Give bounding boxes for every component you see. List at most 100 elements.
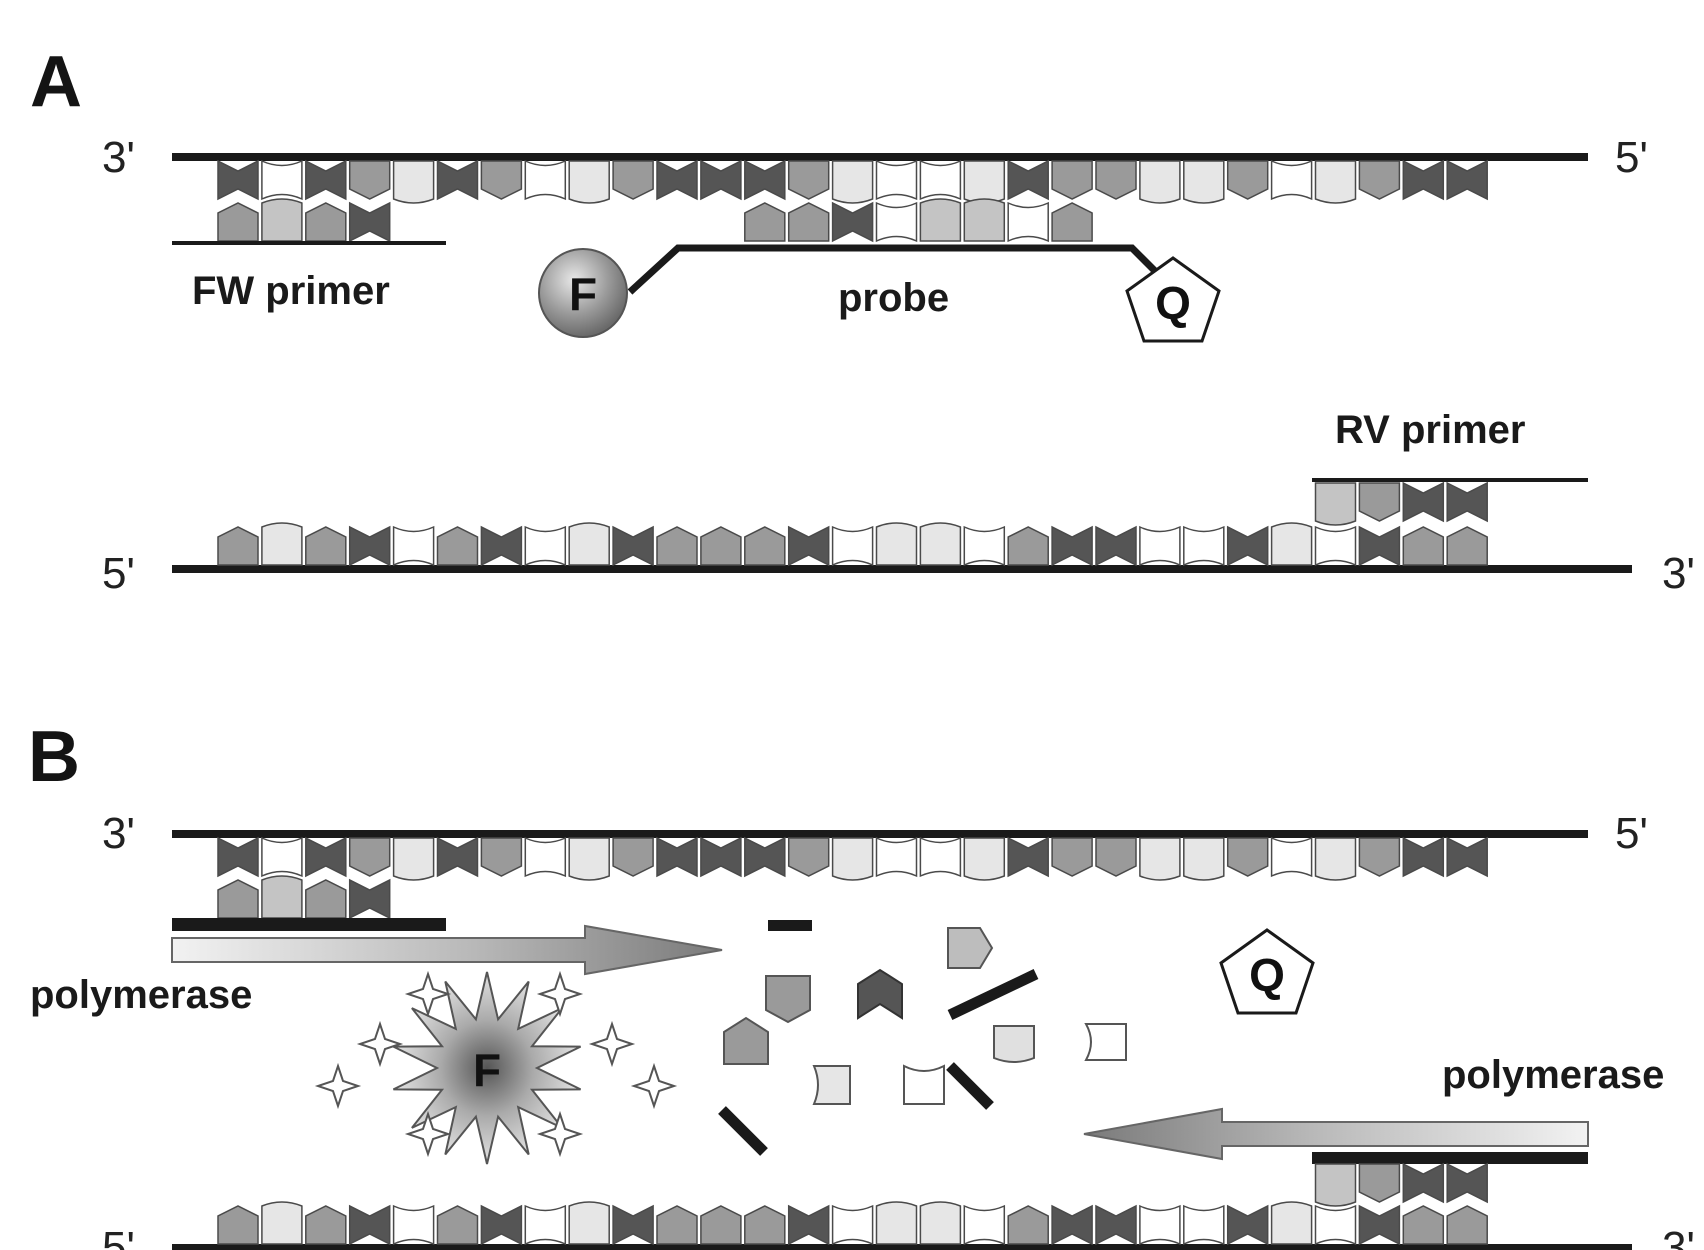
nucleotide-white — [831, 525, 874, 567]
sparkle-icon — [536, 970, 584, 1018]
nucleotide-dark — [480, 1204, 523, 1246]
nucleotide-pale — [831, 837, 874, 881]
nucleotide-dark — [436, 159, 479, 201]
nucleotide-dark — [305, 159, 347, 201]
nucleotide-dark — [1358, 1204, 1401, 1246]
nucleotide-white — [1007, 201, 1049, 243]
nucleotide-light — [1314, 482, 1357, 526]
nucleotide-mid — [217, 526, 259, 566]
nucleotide-dark — [348, 201, 391, 243]
nucleotide-white — [524, 525, 567, 567]
free-nucleotide — [812, 1065, 851, 1105]
panel-b-bottom-left-end: 5' — [102, 1223, 135, 1250]
rv-primer-label: RV primer — [1335, 408, 1525, 452]
free-nucleotide — [993, 1025, 1035, 1063]
panel-b-bottom-right-end: 3' — [1662, 1223, 1695, 1250]
panel-b-top-strand-bases — [217, 836, 1488, 881]
nucleotide-white — [963, 1204, 1006, 1246]
nucleotide-mid — [1226, 837, 1269, 877]
released-quencher-label: Q — [1249, 949, 1285, 1001]
fw-primer: FW primer — [172, 198, 446, 313]
released-fluorophore-label: F — [473, 1044, 501, 1096]
nucleotide-dark — [348, 1204, 391, 1246]
nucleotide-dark — [1095, 525, 1137, 567]
nucleotide-mid — [787, 160, 830, 200]
nucleotide-dark — [1358, 525, 1401, 567]
nucleotide-dark — [787, 1204, 830, 1246]
nucleotide-mid — [1051, 160, 1093, 200]
nucleotide-dark — [700, 836, 742, 878]
panel-a-top-strand-bases — [217, 159, 1488, 204]
nucleotide-mid — [1358, 160, 1401, 200]
sparkle-icon — [404, 970, 452, 1018]
nucleotide-dark — [348, 878, 391, 920]
nucleotide-dark — [1051, 1204, 1093, 1246]
polymerase-arrow-right — [171, 924, 723, 976]
released-quencher: Q — [1219, 928, 1315, 1015]
nucleotide-mid — [656, 1205, 698, 1245]
nucleotide-light — [261, 198, 303, 242]
nucleotide-dark — [348, 525, 391, 567]
panel-a-top-right-end: 5' — [1615, 133, 1648, 182]
fluorescence-burst — [392, 971, 582, 1165]
nucleotide-white — [524, 159, 567, 201]
nucleotide-mid — [1095, 160, 1137, 200]
nucleotide-pale — [392, 837, 435, 881]
nucleotide-dark — [831, 201, 874, 243]
free-nucleotide — [947, 927, 994, 969]
nucleotide-pale — [875, 522, 918, 566]
nucleotide-white — [524, 836, 567, 878]
nucleotide-mid — [1007, 526, 1049, 566]
nucleotide-mid — [612, 837, 654, 877]
probe-backbone — [627, 244, 1161, 295]
nucleotide-dark — [612, 525, 654, 567]
panel-a-top-left-end: 3' — [102, 133, 135, 182]
nucleotide-white — [1183, 525, 1225, 567]
panel-b-letter: B — [28, 717, 80, 797]
nucleotide-mid — [480, 837, 523, 877]
sparkle-icon — [404, 1110, 452, 1158]
nucleotide-dark — [787, 525, 830, 567]
nucleotide-dark — [1402, 836, 1445, 878]
nucleotide-white — [919, 159, 962, 201]
nucleotide-mid — [1226, 160, 1269, 200]
nucleotide-mid — [217, 202, 259, 242]
panel-a: A 3' 5' 5' 3' FW primer F Q probe RV pri… — [30, 42, 1695, 598]
nucleotide-mid — [217, 879, 259, 919]
fluorophore-sphere — [538, 248, 628, 338]
panel-b-bottom-strand-bases — [217, 1201, 1488, 1246]
sparkle-icon — [588, 1020, 636, 1068]
nucleotide-dark — [1446, 836, 1488, 878]
fragment-bar — [947, 969, 1039, 1020]
nucleotide-mid — [1095, 837, 1137, 877]
panel-a-top-strand-backbone — [172, 153, 1588, 161]
nucleotide-white — [392, 525, 435, 567]
panel-a-bottom-right-end: 3' — [1662, 549, 1695, 598]
probe-label: probe — [838, 276, 949, 320]
free-nucleotide — [765, 975, 811, 1024]
nucleotide-white — [392, 1204, 435, 1246]
nucleotide-mid — [700, 526, 742, 566]
nucleotide-pale — [568, 1201, 610, 1245]
nucleotide-white — [1139, 1204, 1181, 1246]
nucleotide-dark — [1446, 159, 1488, 201]
rv-primer-bases-b — [1314, 1162, 1488, 1207]
polymerase-arrow-left — [1083, 1107, 1589, 1161]
sparkle-icon — [630, 1062, 678, 1110]
nucleotide-pale — [1270, 1201, 1313, 1245]
nucleotide-white — [1314, 525, 1357, 567]
nucleotide-dark — [436, 836, 479, 878]
fw-primer-bases-b — [217, 875, 391, 920]
nucleotide-pale — [1139, 160, 1181, 204]
nucleotide-mid — [436, 1205, 479, 1245]
fluorescence-sparkles — [314, 970, 678, 1158]
nucleotide-mid — [305, 526, 347, 566]
panel-b: B 3' 5' 5' 3' polymerase F — [28, 717, 1695, 1250]
nucleotide-dark — [1446, 1162, 1488, 1204]
nucleotide-pale — [568, 160, 610, 204]
nucleotide-dark — [1446, 481, 1488, 523]
fragment-bar — [718, 1106, 768, 1156]
fluorophore-label: F — [569, 268, 597, 320]
nucleotide-dark — [1402, 159, 1445, 201]
nucleotide-pale — [1183, 160, 1225, 204]
